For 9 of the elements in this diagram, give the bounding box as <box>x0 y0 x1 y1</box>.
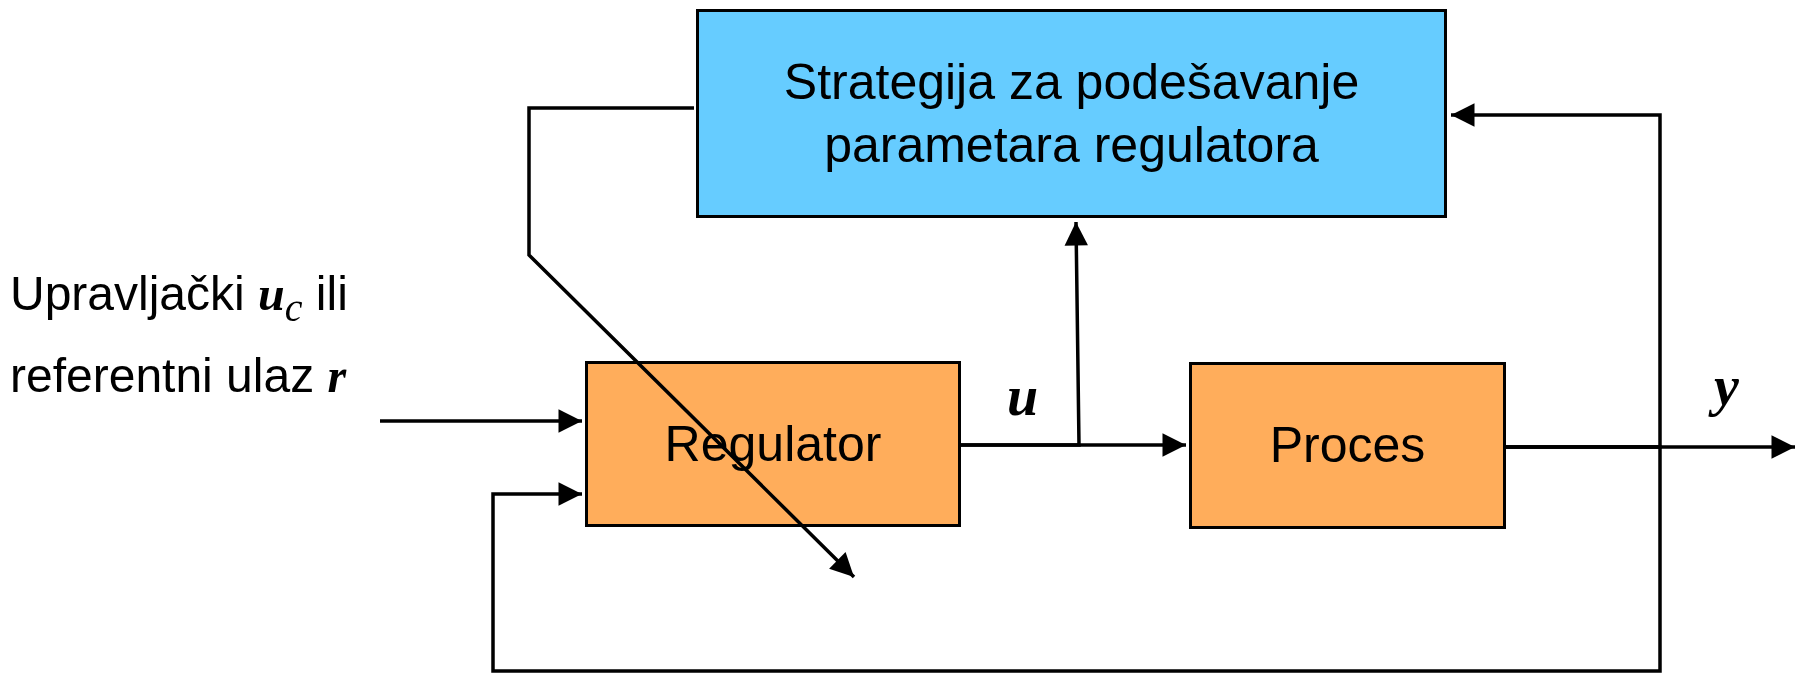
process-box <box>696 9 1447 218</box>
arrow <box>380 409 582 433</box>
process-box <box>1189 362 1506 529</box>
arrow <box>491 445 1662 673</box>
input-label: Upravljački u$_{c}$ ili referentni ulaz r <box>10 266 349 404</box>
arrow <box>961 221 1088 447</box>
arrow <box>527 106 856 579</box>
box-label: Strategija za podešavanje parametara regulatora <box>782 53 1361 175</box>
box-label: Proces <box>1269 416 1426 476</box>
